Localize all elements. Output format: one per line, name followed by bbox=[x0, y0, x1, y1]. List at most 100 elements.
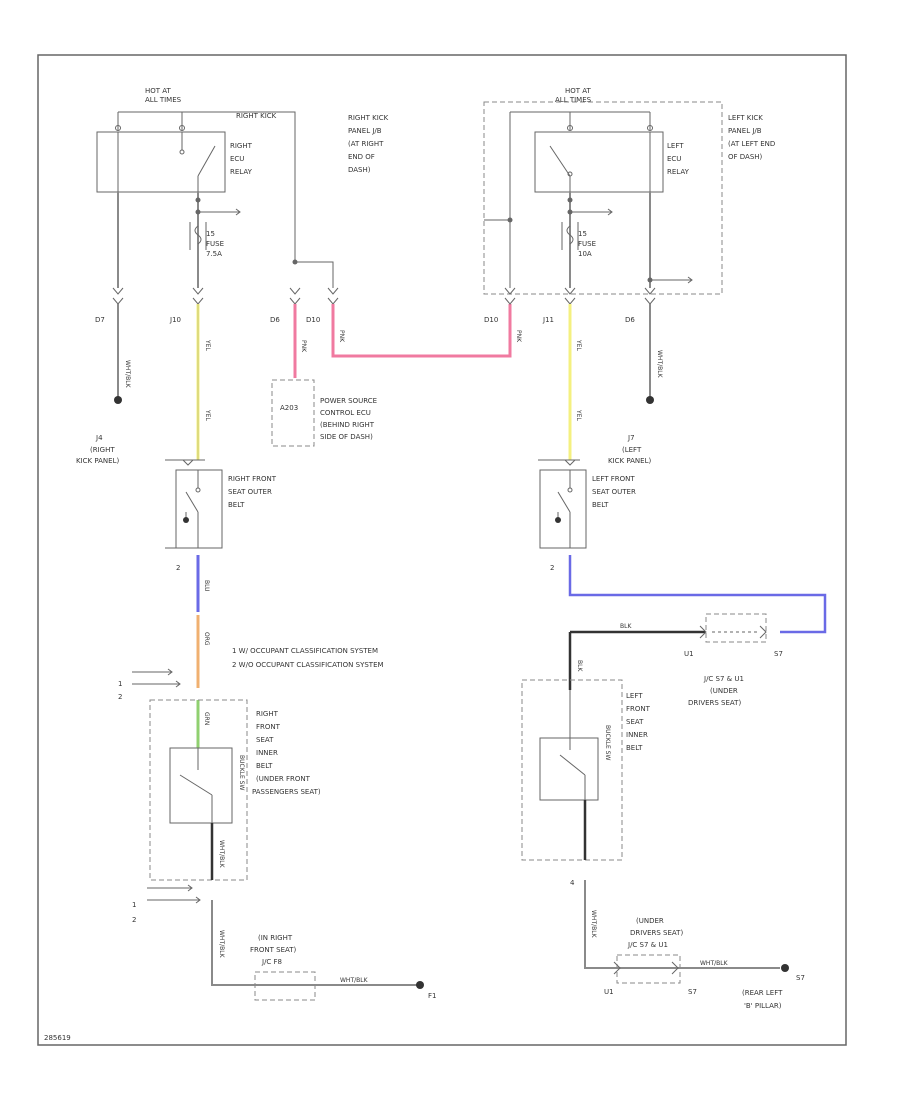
rf-outer-belt-3: BELT bbox=[228, 501, 245, 509]
right-kick-jb-line-4: END OF bbox=[348, 153, 375, 161]
connector-d6-right: D6 bbox=[625, 316, 635, 324]
jc-driver-1: J/C S7 & U1 bbox=[703, 675, 744, 683]
lf-inner-belt-4: INNER bbox=[626, 731, 648, 739]
right-ecu-relay-box bbox=[96, 131, 226, 193]
right-lower-arrows: 1 2 bbox=[132, 884, 201, 924]
left-ecu-relay-label-2: ECU bbox=[667, 155, 681, 163]
ground-j7-2: (LEFT bbox=[622, 446, 642, 454]
jc-under-driver-top: BLK U1 S7 J/C S7 & U1 (UNDER DRIVERS SEA… bbox=[570, 613, 783, 707]
diagram-frame bbox=[37, 54, 847, 1046]
fuse-left-3: 10A bbox=[578, 250, 592, 258]
left-kick-jb-3: (AT LEFT END bbox=[728, 140, 775, 148]
rf-inner-belt-box bbox=[169, 747, 233, 824]
left-ecu-relay-group: HOT AT ALL TIMES LEFT ECU RELAY LEFT KIC… bbox=[483, 87, 775, 295]
power-ecu-3: (BEHIND RIGHT bbox=[320, 421, 375, 429]
ground-s7-3: 'B' PILLAR) bbox=[744, 1002, 782, 1010]
legend-line-2: 2 W/O OCCUPANT CLASSIFICATION SYSTEM bbox=[232, 661, 384, 669]
connector-j10: J10 bbox=[169, 316, 181, 324]
u1-bottom: U1 bbox=[604, 988, 614, 996]
ground-f1: F1 bbox=[428, 992, 436, 1000]
wire-label-left-inner: BLK bbox=[576, 660, 583, 672]
power-ecu-box bbox=[271, 379, 315, 447]
right-ecu-relay-label-1: RIGHT bbox=[230, 142, 253, 150]
power-ecu-1: POWER SOURCE bbox=[320, 397, 377, 405]
ground-j4-symbol bbox=[114, 396, 122, 404]
wire-label-left-top: BLK bbox=[620, 623, 632, 630]
hot-at-all-times-left-1: HOT AT bbox=[145, 87, 172, 95]
fuse-left-1: 15 bbox=[578, 230, 587, 238]
wire-label-j11-b: YEL bbox=[575, 409, 582, 421]
rf-outer-belt-box bbox=[175, 469, 223, 549]
under-driver-bottom-3: J/C S7 & U1 bbox=[627, 941, 668, 949]
ground-j4-3: KICK PANEL) bbox=[76, 457, 119, 465]
lf-pin-4: 4 bbox=[570, 879, 575, 887]
hot-at-all-times-right-1: HOT AT bbox=[565, 87, 592, 95]
arrow-label-1b: 1 bbox=[132, 901, 136, 909]
wire-label-d6-right: WHT/BLK bbox=[656, 350, 663, 379]
lf-inner-belt-dash bbox=[521, 679, 623, 861]
fuse-right-3: 7.5A bbox=[206, 250, 222, 258]
u1-top: U1 bbox=[684, 650, 694, 658]
lf-outer-belt: LEFT FRONT SEAT OUTER BELT bbox=[538, 459, 636, 549]
wire-d10-pink bbox=[331, 304, 512, 358]
top-left-connectors: D7 J10 D6 D10 bbox=[95, 259, 339, 324]
wire-label-right-bottom: WHT/BLK bbox=[218, 840, 225, 869]
wire-label-left-ground: WHT/BLK bbox=[590, 910, 597, 939]
right-ecu-relay-group: HOT AT ALL TIMES RIGHT ECU RELAY 15 FUSE… bbox=[96, 87, 296, 288]
buckle-left: BUCKLE SW bbox=[604, 725, 611, 760]
lf-outer-belt-1: LEFT FRONT bbox=[592, 475, 635, 483]
wire-label-j10: YEL bbox=[204, 339, 211, 351]
jc-under-driver-bottom: (UNDER DRIVERS SEAT) J/C S7 & U1 WHT/BLK… bbox=[604, 917, 729, 996]
rf-outer-belt: RIGHT FRONT SEAT OUTER BELT bbox=[165, 459, 277, 549]
left-ecu-relay-label-3: RELAY bbox=[667, 168, 690, 176]
wire-label-left-ground-2: WHT/BLK bbox=[700, 960, 729, 967]
right-kick-jb-1: RIGHT KICK bbox=[236, 112, 277, 120]
wire-label-right-blue: BLU bbox=[203, 580, 210, 592]
legend: 1 W/ OCCUPANT CLASSIFICATION SYSTEM 2 W/… bbox=[118, 647, 384, 701]
arrow-label-2: 2 bbox=[118, 693, 122, 701]
left-ecu-relay-box bbox=[534, 131, 664, 193]
under-right-seat-3: J/C F8 bbox=[261, 958, 282, 966]
right-kick-jb-line-5: DASH) bbox=[348, 166, 371, 174]
ground-j7-1: J7 bbox=[627, 434, 635, 442]
right-kick-jb-line-1: RIGHT KICK bbox=[348, 114, 389, 122]
rf-inner-belt-6: (UNDER FRONT bbox=[256, 775, 311, 783]
jc-top-box bbox=[705, 613, 767, 643]
ground-j7-symbol bbox=[646, 396, 654, 404]
lf-outer-belt-box bbox=[539, 469, 587, 549]
s7-bottom: S7 bbox=[688, 988, 697, 996]
left-kick-jb-dash bbox=[483, 101, 723, 295]
wire-label-right-ground-2: WHT/BLK bbox=[340, 977, 369, 984]
lf-inner-belt-5: BELT bbox=[626, 744, 643, 752]
fuse-left-2: FUSE bbox=[578, 240, 596, 248]
lf-inner-belt-box bbox=[539, 737, 599, 801]
connector-d10-left: D10 bbox=[306, 316, 320, 324]
under-driver-bottom-2: DRIVERS SEAT) bbox=[630, 929, 683, 937]
rf-inner-belt-dash bbox=[149, 699, 248, 881]
jc-bottom-box bbox=[616, 954, 681, 984]
rf-outer-belt-1: RIGHT FRONT bbox=[228, 475, 277, 483]
wire-label-j10-b: YEL bbox=[204, 409, 211, 421]
right-kick-jb-line-3: (AT RIGHT bbox=[348, 140, 384, 148]
lf-outer-belt-3: BELT bbox=[592, 501, 609, 509]
buckle-right: BUCKLE SW bbox=[238, 755, 245, 790]
wire-label-right-orange: ORG bbox=[203, 632, 210, 646]
wire-label-right-ground: WHT/BLK bbox=[218, 930, 225, 959]
rf-pin-2: 2 bbox=[176, 564, 180, 572]
wire-label-j11: YEL bbox=[575, 339, 582, 351]
right-ecu-relay-label-3: RELAY bbox=[230, 168, 253, 176]
left-kick-jb-2: PANEL J/B bbox=[728, 127, 762, 135]
rf-inner-belt-2: FRONT bbox=[256, 723, 281, 731]
right-kick-jb-line-2: PANEL J/B bbox=[348, 127, 382, 135]
ground-s7-symbol bbox=[781, 964, 789, 972]
s7-top: S7 bbox=[774, 650, 783, 658]
jc-driver-3: DRIVERS SEAT) bbox=[688, 699, 741, 707]
jc-driver-2: (UNDER bbox=[710, 687, 738, 695]
jc-f8-box bbox=[254, 971, 316, 1001]
power-ecu-2: CONTROL ECU bbox=[320, 409, 371, 417]
under-driver-bottom-1: (UNDER bbox=[636, 917, 664, 925]
left-kick-jb-4: OF DASH) bbox=[728, 153, 763, 161]
arrow-label-1: 1 bbox=[118, 680, 122, 688]
right-ecu-relay-label-2: ECU bbox=[230, 155, 244, 163]
